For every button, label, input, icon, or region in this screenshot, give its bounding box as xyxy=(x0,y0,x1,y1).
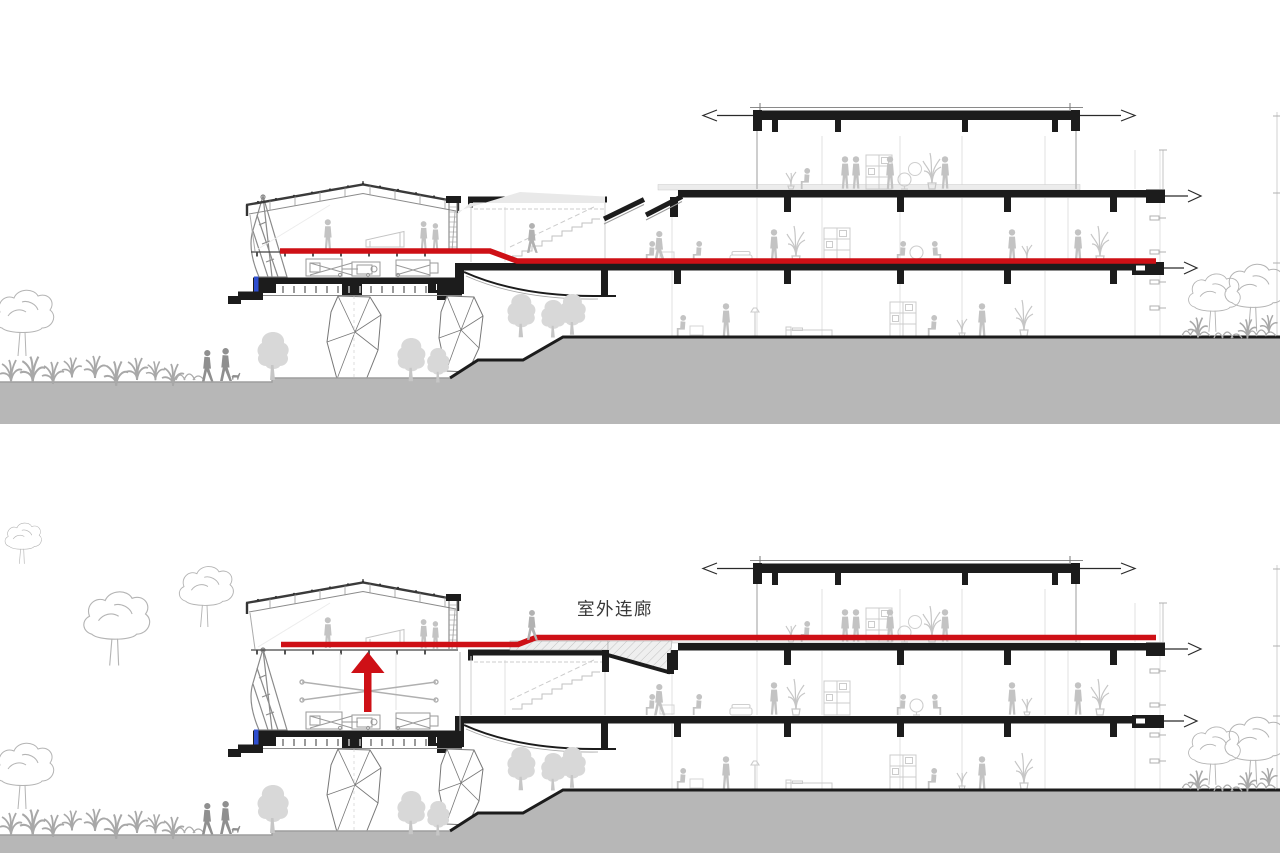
terrain xyxy=(0,335,1280,426)
lift-direction-arrow xyxy=(351,652,385,712)
circulation-route-roof xyxy=(281,634,1156,648)
bridge-walker xyxy=(526,610,538,640)
section-bottom: 室外连廊 xyxy=(0,556,1280,853)
corridor-deck xyxy=(509,640,674,675)
stepped-roof-junction xyxy=(458,192,684,225)
section-top xyxy=(0,103,1280,666)
circulation-route-level2 xyxy=(280,248,1156,264)
terrain xyxy=(0,788,1280,853)
pavilion-roof-closed xyxy=(246,181,461,255)
outdoor-corridor-label: 室外连廊 xyxy=(577,599,653,619)
pavilion-roof-raised xyxy=(246,579,461,653)
